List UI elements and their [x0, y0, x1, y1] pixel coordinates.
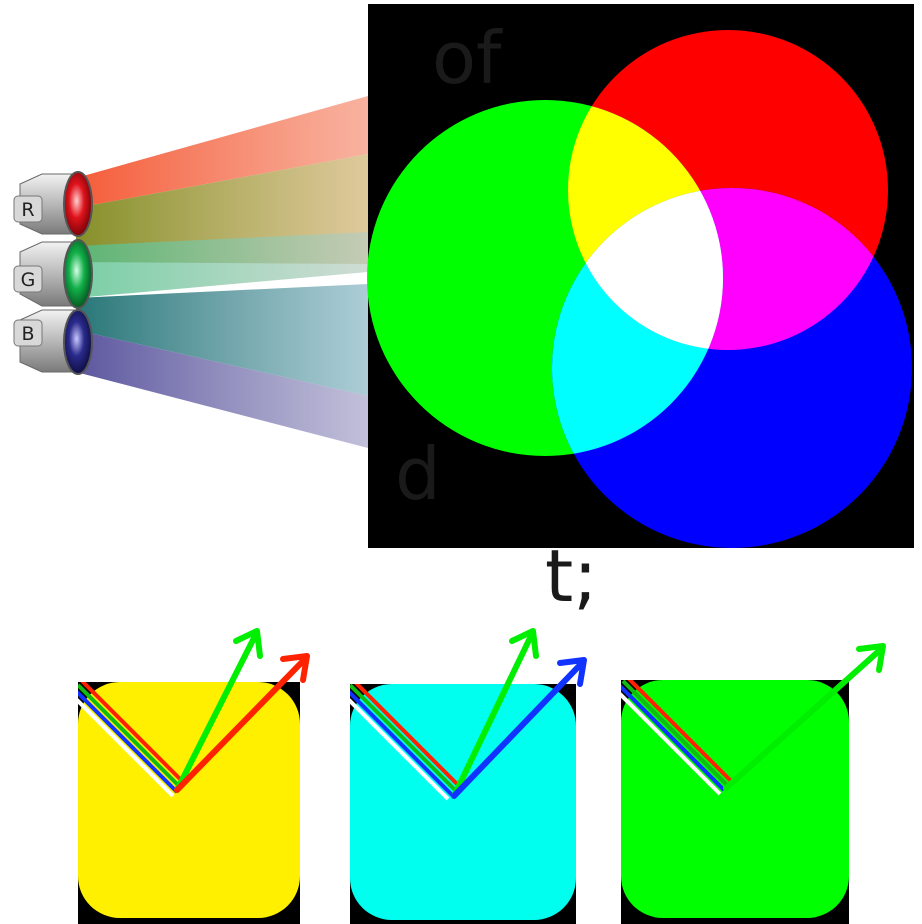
lamp-label-b: B: [21, 323, 34, 345]
lamp-label-r: R: [21, 199, 34, 221]
reflection-panel-green: [621, 680, 849, 924]
green-beam: [76, 232, 368, 298]
incoming-white-ray: [78, 682, 187, 798]
rgb-venn-diagram: [367, 4, 914, 548]
red-lens: [63, 171, 93, 237]
overlap-white: [568, 188, 723, 350]
light-beams: [76, 96, 368, 448]
reflected-green-ray: [174, 635, 257, 793]
reflected-green-ray-2: [451, 635, 533, 799]
text-fragment: d: [395, 432, 441, 516]
lamp-green: G: [13, 239, 93, 309]
cyan-mix-beam: [76, 284, 368, 396]
reflected-rays-3: [723, 643, 886, 791]
reflected-rays-1: [174, 628, 310, 793]
green-lens: [63, 239, 93, 309]
green-surface: [621, 680, 849, 918]
text-fragment: t;: [545, 534, 598, 618]
reflected-red-ray: [174, 657, 307, 793]
incoming-white-ray-3: [621, 680, 734, 796]
reflection-panel-cyan: [350, 684, 576, 924]
lamp-red: R: [13, 171, 93, 237]
reflection-panel-yellow: [78, 682, 300, 924]
blue-lens: [63, 309, 93, 375]
blue-beam: [76, 330, 368, 448]
reflected-blue-ray: [451, 661, 584, 799]
red-beam: [76, 96, 368, 208]
incoming-white-ray-2: [350, 684, 462, 801]
reflected-green-ray-3: [723, 647, 883, 791]
text-fragment: of: [432, 16, 502, 100]
reflected-rays-2: [451, 628, 587, 799]
overlap-yellow: [568, 100, 723, 350]
lamp-blue: B: [13, 309, 93, 375]
lamp-label-g: G: [21, 269, 36, 291]
